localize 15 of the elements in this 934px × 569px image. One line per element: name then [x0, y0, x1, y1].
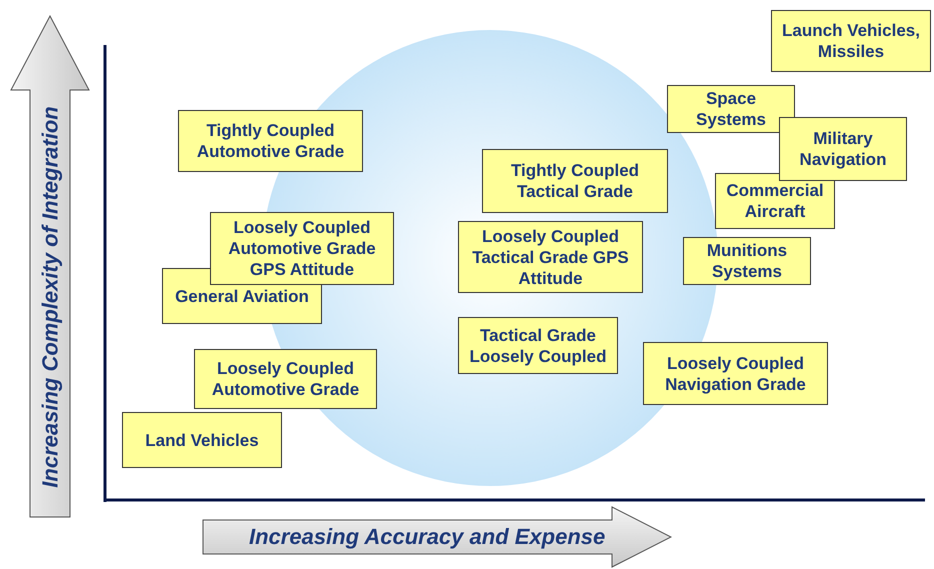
category-box: Tightly Coupled Tactical Grade [482, 149, 668, 213]
category-box: Loosely Coupled Automotive Grade [194, 349, 377, 409]
category-box: Land Vehicles [122, 412, 282, 468]
category-box: Loosely Coupled Navigation Grade [643, 342, 828, 405]
category-box: Military Navigation [779, 117, 907, 181]
category-box: Munitions Systems [683, 237, 811, 285]
category-box: Loosely Coupled Automotive Grade GPS Attitude [210, 212, 394, 285]
category-box: Tactical Grade Loosely Coupled [458, 317, 618, 374]
category-box: Launch Vehicles, Missiles [771, 10, 931, 72]
axis-label: Increasing Complexity of Integration [37, 106, 64, 488]
category-box: Tightly Coupled Automotive Grade [178, 110, 363, 172]
category-box: Space Systems [667, 85, 795, 133]
category-box: Commercial Aircraft [715, 173, 835, 229]
category-box: Loosely Coupled Tactical Grade GPS Attitude [458, 221, 643, 293]
axis-label: Increasing Accuracy and Expense [249, 524, 606, 550]
